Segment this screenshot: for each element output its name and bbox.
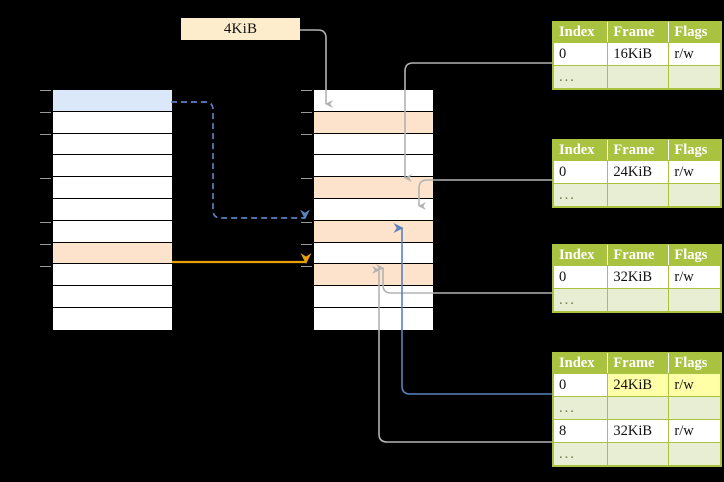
wire-pt4-row8-to-phys [372,266,552,443]
ruler-tick [40,266,51,268]
ruler-tick [40,90,51,92]
table-cell [607,442,670,466]
table-cell [607,65,670,89]
memory-row [53,155,172,178]
ruler-tick [40,178,51,180]
table-cell: r/w [668,265,721,289]
table-cell [668,65,721,89]
table-row: ... [552,288,721,312]
table-cell: 32KiB [607,419,670,443]
table-row: ... [552,183,721,207]
ruler-tick [301,134,312,136]
table-cell [668,288,721,312]
memory-row [53,264,172,287]
column-header: Index [552,245,609,266]
table-cell: ... [552,288,609,312]
ruler-tick [301,90,312,92]
ruler-tick [301,112,312,114]
ruler-tick [40,134,51,136]
memory-row [53,177,172,199]
table-cell: 24KiB [607,373,670,397]
ruler-tick [301,178,312,180]
memory-row [53,242,172,265]
table-cell: 32KiB [607,265,670,289]
ruler-tick [40,222,51,224]
memory-row [314,242,433,265]
table-cell [607,288,670,312]
table-cell: r/w [668,419,721,443]
memory-row [314,198,433,221]
memory-row [53,198,172,221]
memory-row [53,111,172,134]
table-cell: 0 [552,160,609,184]
ruler-tick [40,244,51,246]
wire-pt4-to-phys-blue [393,223,552,395]
memory-row [314,286,433,308]
column-header: Flags [668,140,721,161]
table-cell: ... [552,65,609,89]
table-row: ... [552,65,721,89]
table-cell: 16KiB [607,42,670,66]
memory-row [314,307,433,330]
wire-vaddr-to-phys-dashed [171,101,310,220]
memory-row [314,90,433,112]
memory-row [53,307,172,330]
callout-label: 4KiB [223,20,258,37]
table-cell [668,442,721,466]
table-cell [668,183,721,207]
ruler-tick [40,112,51,114]
physical-memory-table [313,89,434,331]
wire-pt2-to-phys [418,179,552,210]
callout-4kib: 4KiB [181,18,300,40]
memory-row [53,286,172,308]
table-cell: 0 [552,265,609,289]
memory-row [53,220,172,243]
memory-row [53,133,172,156]
memory-row [314,177,433,199]
wire-pt1-to-phys [404,62,552,182]
wire-callout-to-frame [300,29,333,108]
table-cell: 24KiB [607,160,670,184]
column-header: Flags [668,22,721,43]
table-cell: r/w [668,42,721,66]
virtual-address-space-table [52,89,173,331]
table-cell [607,183,670,207]
column-header: Frame [607,22,670,43]
ruler-tick [301,222,312,224]
memory-row [314,264,433,287]
table-row: ... [552,442,721,466]
column-header: Flags [668,245,721,266]
memory-row [53,90,172,112]
table-cell: 0 [552,42,609,66]
table-cell: ... [552,183,609,207]
ruler-tick [301,244,312,246]
memory-row [314,133,433,156]
table-cell [668,396,721,420]
table-cell: ... [552,396,609,420]
table-cell: r/w [668,373,721,397]
ruler-tick [301,266,312,268]
column-header: Index [552,22,609,43]
memory-row [314,111,433,134]
wire-pt3-to-phys [376,264,552,294]
table-cell [607,396,670,420]
table-row: ... [552,396,721,420]
table-cell: ... [552,442,609,466]
table-cell: 8 [552,419,609,443]
memory-row [314,155,433,178]
